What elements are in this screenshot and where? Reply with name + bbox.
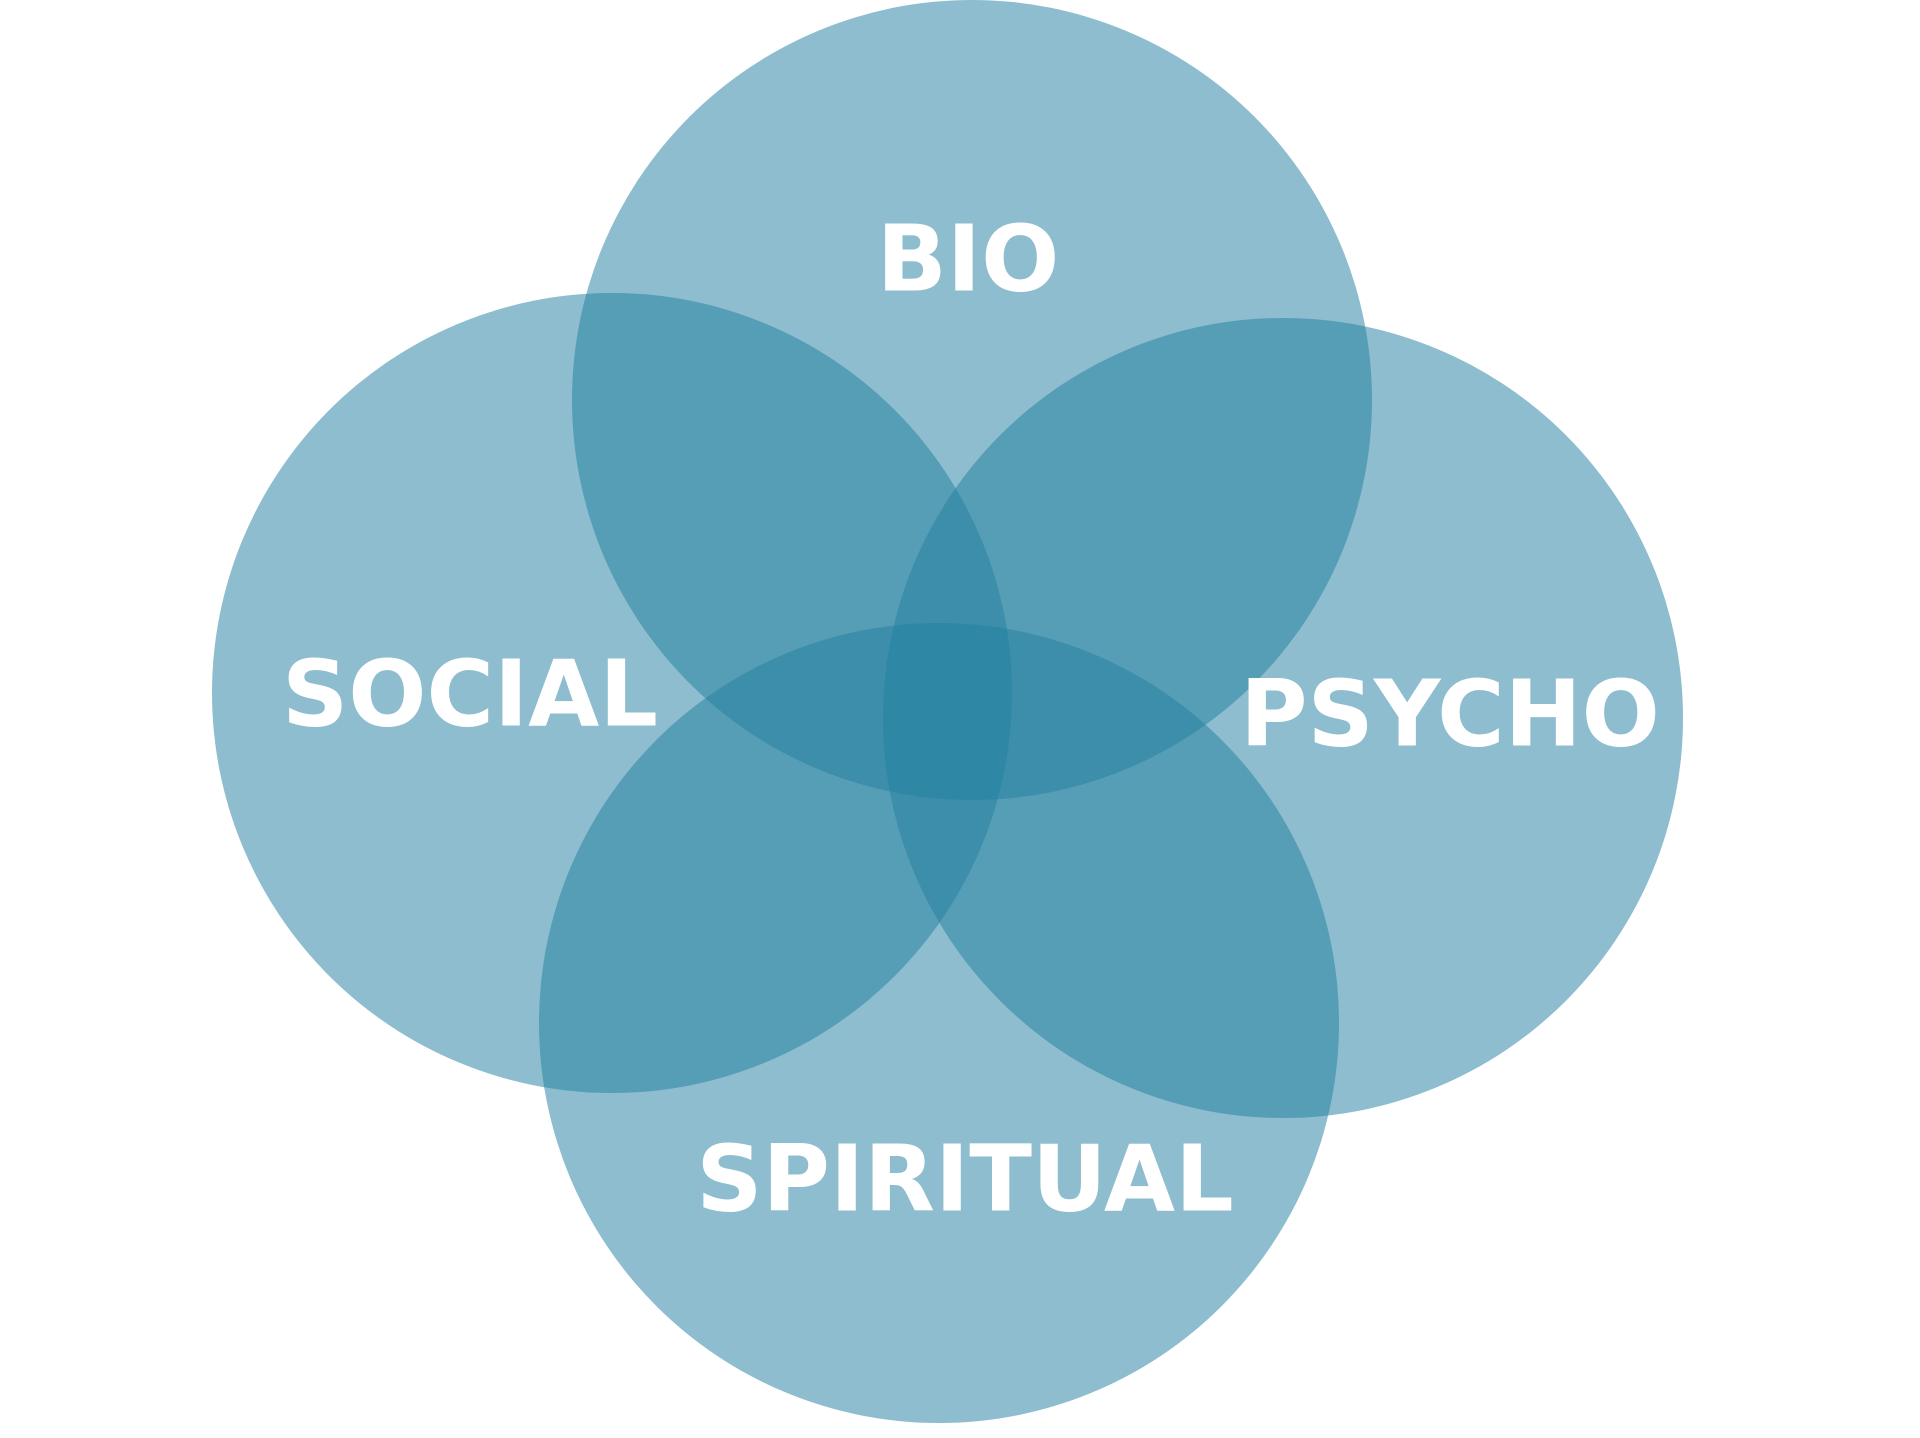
label-psycho: PSYCHO bbox=[1240, 660, 1660, 767]
label-bio: BIO bbox=[877, 205, 1060, 312]
circle-spiritual bbox=[539, 623, 1339, 1423]
label-spiritual: SPIRITUAL bbox=[696, 1125, 1233, 1232]
label-layer: BIO SOCIAL PSYCHO SPIRITUAL bbox=[282, 205, 1660, 1232]
circle-layer bbox=[212, 0, 1683, 1423]
label-social: SOCIAL bbox=[282, 640, 658, 747]
